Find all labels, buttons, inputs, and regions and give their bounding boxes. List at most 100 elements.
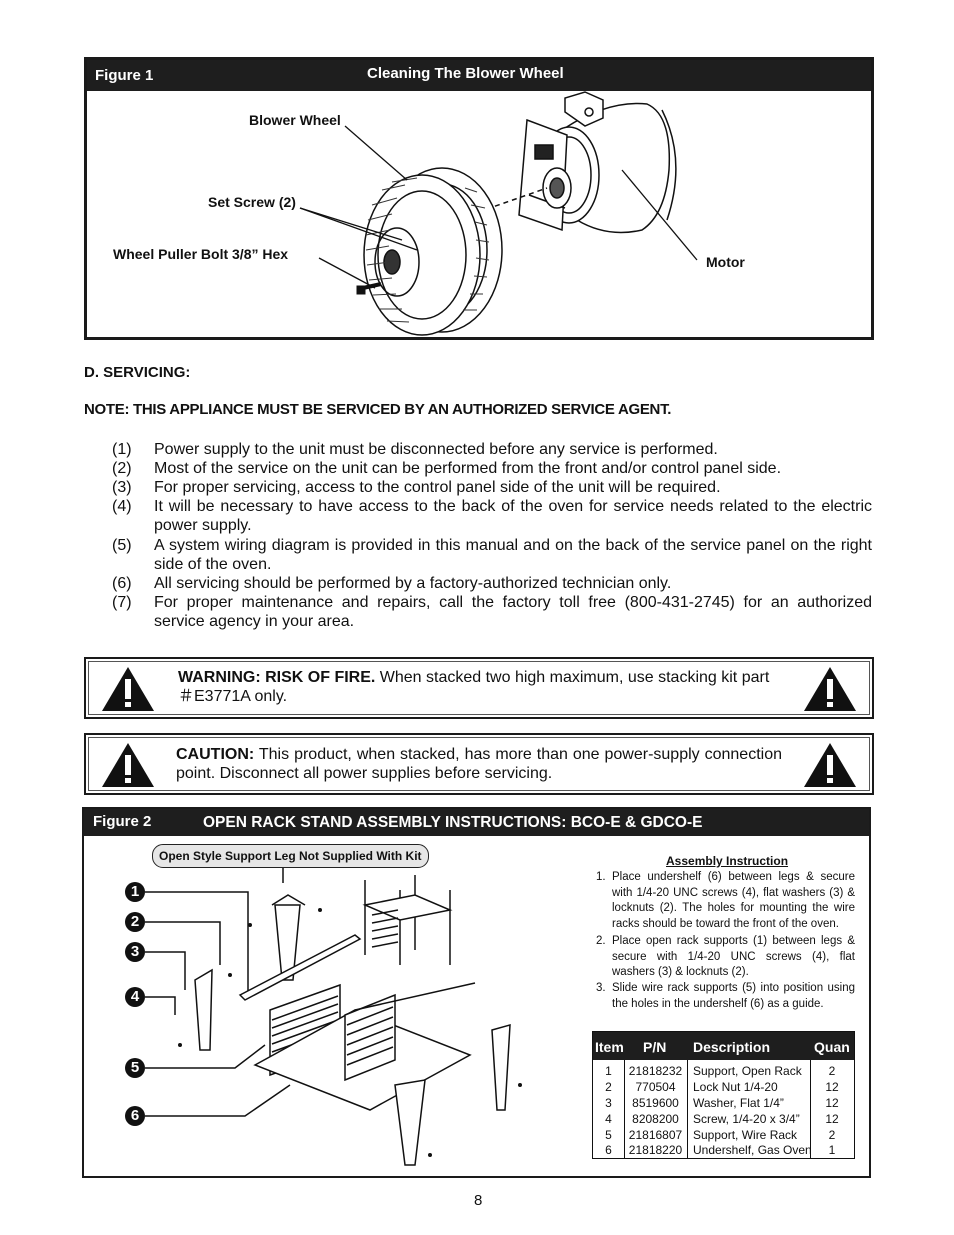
callout-number-3: 3 bbox=[125, 942, 145, 962]
service-item-number: (6) bbox=[112, 575, 132, 592]
cell-description: Washer, Flat 1/4” bbox=[693, 1096, 784, 1110]
service-item-number: (2) bbox=[112, 460, 132, 477]
cell-description: Undershelf, Gas Oven bbox=[693, 1143, 812, 1157]
figure-2-title: OPEN RACK STAND ASSEMBLY INSTRUCTIONS: B… bbox=[203, 814, 703, 831]
cell-description: Support, Wire Rack bbox=[693, 1128, 798, 1142]
servicing-heading: D. SERVICING: bbox=[84, 364, 191, 381]
cell-pn: 21818220 bbox=[628, 1143, 683, 1157]
servicing-note: NOTE: THIS APPLIANCE MUST BE SERVICED BY… bbox=[84, 401, 672, 418]
assembly-step-text: Place open rack supports (1) between leg… bbox=[612, 935, 855, 979]
service-item-number: (7) bbox=[112, 594, 132, 611]
service-item-3: (3) For proper servicing, access to the … bbox=[112, 478, 872, 497]
service-item-2: (2) Most of the service on the unit can … bbox=[112, 459, 872, 478]
caution-box: CAUTION: This product, when stacked, has… bbox=[84, 733, 874, 795]
cell-quan: 12 bbox=[825, 1096, 839, 1110]
warning-lead: WARNING: RISK OF FIRE. bbox=[178, 669, 376, 686]
caution-lead: CAUTION: bbox=[176, 746, 255, 763]
cell-item: 6 bbox=[605, 1143, 612, 1157]
cell-quan: 2 bbox=[828, 1064, 836, 1078]
cell-quan: 12 bbox=[825, 1080, 839, 1094]
warning-triangle-icon-left bbox=[102, 667, 154, 711]
parts-table: Item P/N Description Quan 1 21818232 Sup… bbox=[592, 1031, 855, 1159]
assembly-step-2: 2. Place open rack supports (1) between … bbox=[596, 934, 855, 982]
leg-note-pill: Open Style Support Leg Not Supplied With… bbox=[152, 844, 429, 868]
figure-1-header: Figure 1 Cleaning The Blower Wheel bbox=[87, 60, 871, 91]
callout-motor: Motor bbox=[706, 254, 745, 270]
cell-description: Lock Nut 1/4-20 bbox=[693, 1080, 778, 1094]
cell-pn: 8208200 bbox=[632, 1112, 679, 1126]
service-item-number: (4) bbox=[112, 498, 132, 515]
table-row: 6 21818220 Undershelf, Gas Oven 1 bbox=[593, 1143, 854, 1159]
table-row: 2 770504 Lock Nut 1/4-20 12 bbox=[593, 1080, 854, 1096]
cell-item: 2 bbox=[605, 1080, 612, 1094]
service-item-text: For proper maintenance and repairs, call… bbox=[154, 594, 872, 630]
callout-number-2: 2 bbox=[125, 912, 145, 932]
callout-set-screw: Set Screw (2) bbox=[208, 194, 296, 210]
cell-pn: 770504 bbox=[635, 1080, 676, 1094]
warning-text: WARNING: RISK OF FIRE. When stacked two … bbox=[178, 668, 784, 706]
assembly-step-number: 1. bbox=[596, 871, 606, 883]
warning-box: WARNING: RISK OF FIRE. When stacked two … bbox=[84, 657, 874, 719]
callout-wheel-puller: Wheel Puller Bolt 3/8” Hex bbox=[113, 246, 289, 262]
assembly-title: Assembly Instruction bbox=[666, 854, 789, 868]
service-item-text: A system wiring diagram is provided in t… bbox=[154, 537, 872, 573]
cell-quan: 12 bbox=[825, 1112, 839, 1126]
cell-quan: 1 bbox=[828, 1143, 836, 1157]
service-item-text: Power supply to the unit must be disconn… bbox=[154, 441, 718, 458]
figure-1: Figure 1 Cleaning The Blower Wheel bbox=[84, 57, 874, 340]
callout-number-5: 5 bbox=[125, 1058, 145, 1078]
service-item-number: (5) bbox=[112, 537, 132, 554]
assembly-step-1: 1. Place undershelf (6) between legs & s… bbox=[596, 870, 855, 934]
warning-box-inner bbox=[88, 661, 870, 715]
assembly-step-number: 3. bbox=[596, 982, 606, 994]
callout-number-4: 4 bbox=[125, 987, 145, 1007]
figure-1-title: Cleaning The Blower Wheel bbox=[367, 65, 564, 82]
col-header-pn: P/N bbox=[643, 1039, 667, 1055]
cell-item: 5 bbox=[605, 1128, 612, 1142]
service-item-6: (6) All servicing should be performed by… bbox=[112, 574, 872, 593]
cell-pn: 21816807 bbox=[628, 1128, 683, 1142]
cell-description: Support, Open Rack bbox=[693, 1064, 802, 1078]
caution-box-inner bbox=[88, 737, 870, 791]
service-item-number: (3) bbox=[112, 479, 132, 496]
col-divider bbox=[687, 1060, 688, 1158]
service-item-5: (5) A system wiring diagram is provided … bbox=[112, 536, 872, 574]
warning-body: When stacked two high maximum, use stack… bbox=[178, 669, 770, 705]
table-row: 5 21816807 Support, Wire Rack 2 bbox=[593, 1128, 854, 1144]
caution-triangle-icon-left bbox=[102, 743, 154, 787]
service-item-text: For proper servicing, access to the cont… bbox=[154, 479, 721, 496]
assembly-step-text: Slide wire rack supports (5) into positi… bbox=[612, 982, 855, 1010]
assembly-step-3: 3. Slide wire rack supports (5) into pos… bbox=[596, 981, 855, 1013]
col-header-description: Description bbox=[693, 1039, 771, 1055]
caution-triangle-icon-right bbox=[804, 743, 856, 787]
table-row: 4 8208200 Screw, 1/4-20 x 3/4” 12 bbox=[593, 1112, 854, 1128]
blower-wheel-illustration bbox=[299, 91, 698, 336]
service-item-4: (4) It will be necessary to have access … bbox=[112, 497, 872, 535]
figure-2-label: Figure 2 bbox=[93, 813, 152, 830]
caution-text: CAUTION: This product, when stacked, has… bbox=[176, 745, 782, 783]
service-item-text: All servicing should be performed by a f… bbox=[154, 575, 672, 592]
cell-pn: 21818232 bbox=[628, 1064, 683, 1078]
service-item-text: It will be necessary to have access to t… bbox=[154, 498, 872, 534]
caution-body: This product, when stacked, has more tha… bbox=[176, 746, 782, 782]
cell-item: 3 bbox=[605, 1096, 612, 1110]
table-row: 1 21818232 Support, Open Rack 2 bbox=[593, 1064, 854, 1080]
parts-table-header: Item P/N Description Quan bbox=[593, 1032, 854, 1060]
cell-item: 4 bbox=[605, 1112, 612, 1126]
service-item-7: (7) For proper maintenance and repairs, … bbox=[112, 593, 872, 631]
warning-triangle-icon-right bbox=[804, 667, 856, 711]
col-header-quan: Quan bbox=[814, 1039, 850, 1055]
page-number: 8 bbox=[474, 1192, 483, 1209]
col-divider bbox=[624, 1060, 625, 1158]
rack-stand-exploded-diagram bbox=[145, 868, 522, 1166]
service-item-text: Most of the service on the unit can be p… bbox=[154, 460, 782, 477]
cell-pn: 8519600 bbox=[632, 1096, 679, 1110]
cell-quan: 2 bbox=[828, 1128, 836, 1142]
service-item-number: (1) bbox=[112, 441, 132, 458]
table-row: 3 8519600 Washer, Flat 1/4” 12 bbox=[593, 1096, 854, 1112]
col-header-item: Item bbox=[595, 1039, 624, 1055]
cell-description: Screw, 1/4-20 x 3/4” bbox=[693, 1112, 800, 1126]
figure-2-header: Figure 2 OPEN RACK STAND ASSEMBLY INSTRU… bbox=[84, 809, 869, 836]
callout-number-6: 6 bbox=[125, 1106, 145, 1126]
figure-2: Figure 2 OPEN RACK STAND ASSEMBLY INSTRU… bbox=[82, 807, 871, 1178]
